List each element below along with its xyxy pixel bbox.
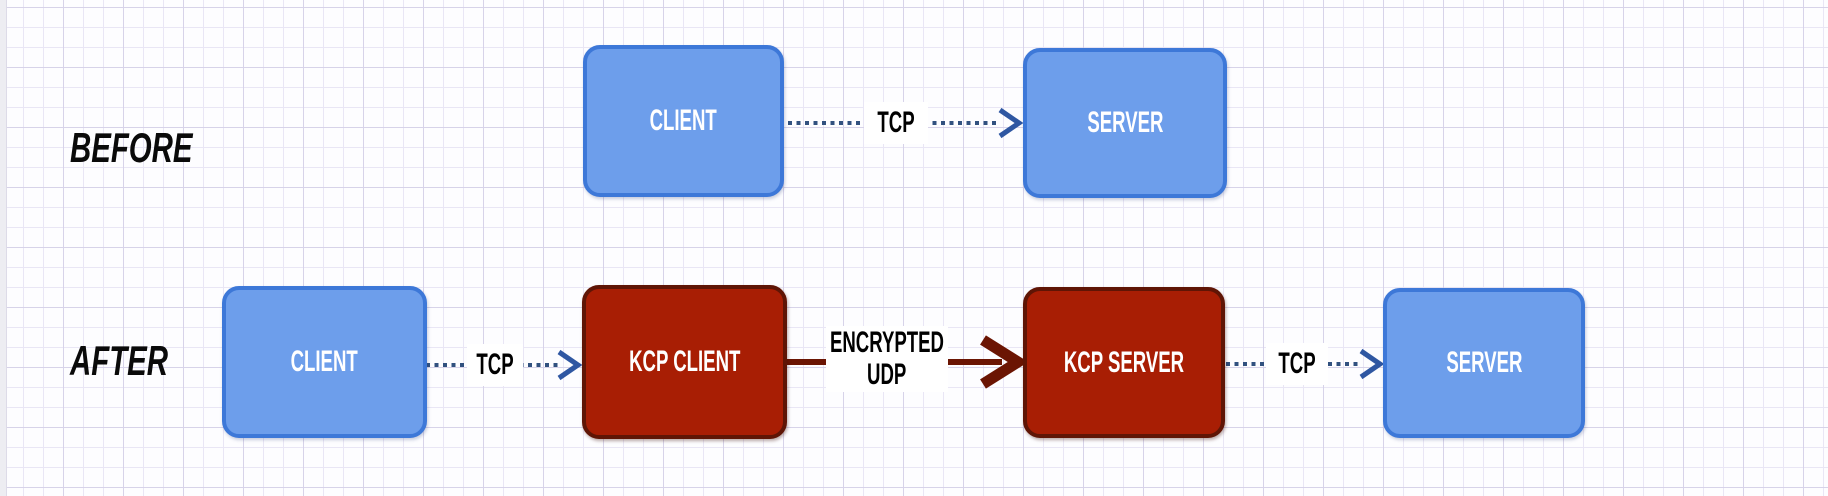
node-kcp-client: KCP CLIENT xyxy=(582,285,787,439)
node-before-server: SERVER xyxy=(1023,48,1227,198)
row-label-before: BEFORE xyxy=(70,124,193,171)
arrow-label-tcp-before-text: TCP xyxy=(877,106,915,139)
row-label-after: AFTER xyxy=(70,337,168,384)
arrow-label-tcp-after1: TCP xyxy=(467,344,523,386)
arrow-label-encrypted-udp-line1: ENCRYPTED xyxy=(829,326,945,359)
node-before-server-label: SERVER xyxy=(1086,106,1164,139)
arrow-label-encrypted-udp-line2: UDP xyxy=(867,358,907,391)
node-before-client-label: CLIENT xyxy=(649,104,718,137)
tcp-arrow-after2-head xyxy=(1359,348,1385,380)
canvas-left-edge xyxy=(0,0,7,496)
node-before-client: CLIENT xyxy=(583,45,784,197)
node-kcp-client-label: KCP CLIENT xyxy=(628,345,741,378)
node-after-client-label: CLIENT xyxy=(290,345,359,378)
node-kcp-server: KCP SERVER xyxy=(1023,287,1225,438)
arrow-label-tcp-before: TCP xyxy=(864,102,928,144)
arrow-label-tcp-after1-text: TCP xyxy=(476,348,514,381)
node-after-server: SERVER xyxy=(1383,288,1585,438)
node-after-client: CLIENT xyxy=(222,286,427,438)
tcp-arrow-after1-head xyxy=(557,349,583,381)
node-after-server-label: SERVER xyxy=(1445,346,1523,379)
arrow-label-tcp-after2: TCP xyxy=(1266,343,1328,385)
tcp-arrow-before-head xyxy=(998,107,1024,139)
arrow-label-encrypted-udp: ENCRYPTED UDP xyxy=(826,326,948,392)
node-kcp-server-label: KCP SERVER xyxy=(1063,345,1185,379)
udp-arrow-head xyxy=(980,335,1029,389)
arrow-label-tcp-after2-text: TCP xyxy=(1278,347,1316,380)
